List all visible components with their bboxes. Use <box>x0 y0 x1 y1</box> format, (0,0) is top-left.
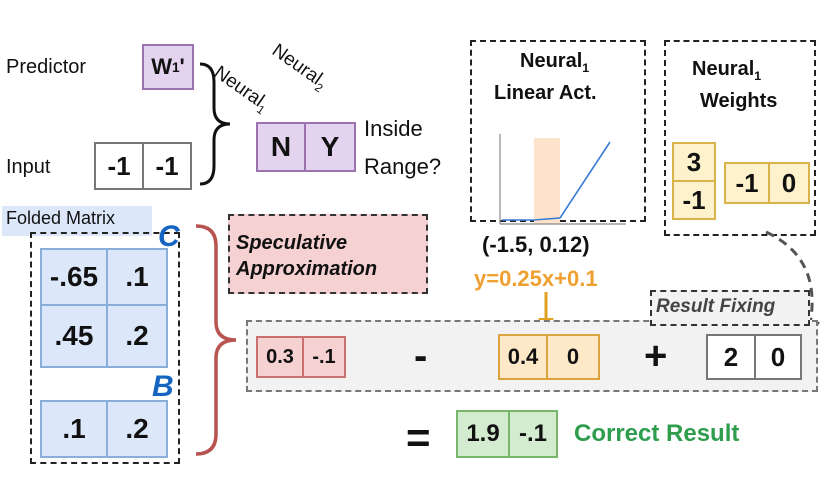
result-cell-2: -.1 <box>508 410 558 458</box>
linear-act-title-1: Neural1 <box>520 50 590 75</box>
activation-plot <box>499 134 626 225</box>
input-cell-2: -1 <box>142 142 192 190</box>
result-cell-1: 1.9 <box>456 410 510 458</box>
weight-col-cell-2: -1 <box>672 180 716 220</box>
matrix-b-cell-2: .2 <box>106 400 168 458</box>
range-cell-y: Y <box>304 122 356 172</box>
spec-cell-1: 0.3 <box>256 336 304 378</box>
neural-header-2: Neural2 <box>267 40 326 96</box>
matrix-c-letter: C <box>158 220 180 253</box>
activation-range: (-1.5, 0.12) <box>482 232 590 257</box>
minus-sign: - <box>414 334 428 378</box>
input-label: Input <box>6 156 51 178</box>
join-brace <box>199 62 231 186</box>
approx-cell-2: 0 <box>546 334 600 380</box>
weights-panel <box>664 40 816 236</box>
correct-result-label: Correct Result <box>574 420 740 447</box>
speculative-label-2: Approximation <box>236 258 378 280</box>
matrix-c-cell-3: .45 <box>40 304 108 368</box>
spec-cell-2: -.1 <box>302 336 346 378</box>
weights-title-2: Weights <box>700 90 778 112</box>
matrix-c-cell-2: .1 <box>106 248 168 306</box>
range-cell-n: N <box>256 122 306 172</box>
weight-row-cell-2: 0 <box>768 162 810 204</box>
predictor-weight-sub: 1 <box>171 59 180 75</box>
matrix-c-cell-1: -.65 <box>40 248 108 306</box>
predictor-weight-suffix: ' <box>179 54 185 79</box>
inside-range-label-1: Inside <box>364 116 423 141</box>
inside-range-label-2: Range? <box>364 154 442 179</box>
matrix-c-cell-4: .2 <box>106 304 168 368</box>
approx-cell-1: 0.4 <box>498 334 548 380</box>
speculative-label-1: Speculative <box>236 232 348 254</box>
folded-matrix-label-bg <box>2 206 152 236</box>
matrix-brace <box>195 224 237 456</box>
result-fixing-label: Result Fixing <box>656 296 776 317</box>
matrix-b-cell-1: .1 <box>40 400 108 458</box>
predictor-weight-main: W <box>151 54 172 79</box>
weight-row-cell-1: -1 <box>724 162 770 204</box>
predictor-label: Predictor <box>6 56 87 78</box>
speculative-label-box <box>228 214 428 294</box>
plus-sign: + <box>644 334 668 378</box>
linear-act-title-2: Linear Act. <box>494 82 597 104</box>
matrix-b-letter: B <box>152 370 174 403</box>
folded-matrix-box <box>30 232 180 464</box>
activation-equation: y=0.25x+0.1 <box>474 266 598 291</box>
fix-cell-1: 2 <box>706 334 756 380</box>
result-fixing-label-box <box>650 290 810 326</box>
input-cell-1: -1 <box>94 142 144 190</box>
folded-matrix-label: Folded Matrix <box>6 208 116 228</box>
fix-cell-2: 0 <box>754 334 802 380</box>
weights-title-1: Neural1 <box>692 58 762 83</box>
equals-sign: = <box>406 414 431 461</box>
weight-col-cell-1: 3 <box>672 142 716 182</box>
